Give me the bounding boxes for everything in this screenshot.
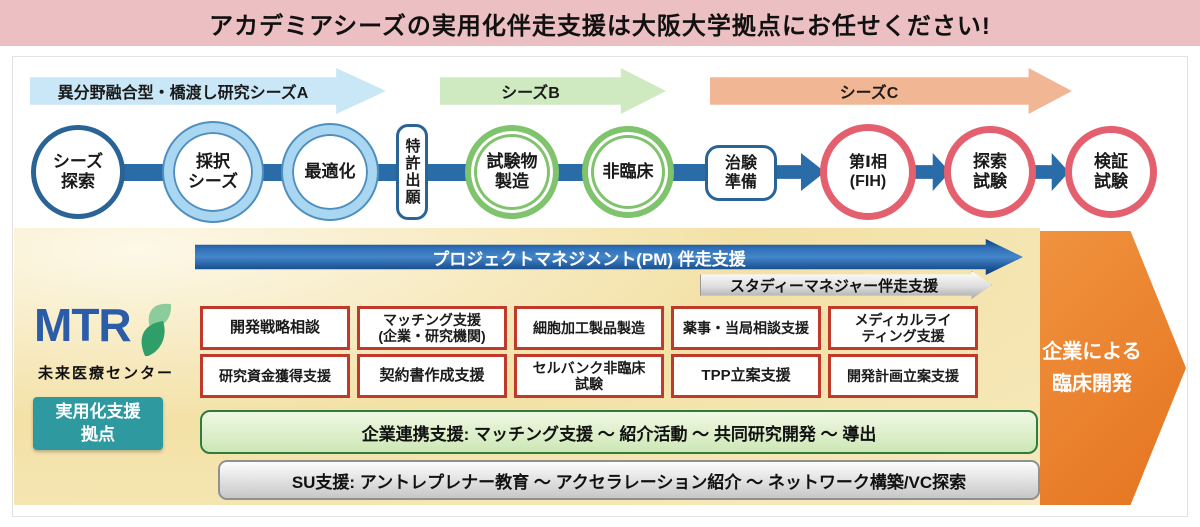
support-box-matching: マッチング支援 (企業・研究機関) <box>357 306 507 350</box>
pm-support-arrow: プロジェクトマネジメント(PM) 伴走支援 <box>195 239 1023 275</box>
stage-phase1-fih: 第Ⅰ相 (FIH) <box>820 124 916 220</box>
stage-exploratory-trial: 探索 試験 <box>944 126 1036 218</box>
stage-seeds-exploration: シーズ 探索 <box>31 125 125 219</box>
pm-support-arrow-label: プロジェクトマネジメント(PM) 伴走支援 <box>432 249 746 269</box>
mtr-badge: 実用化支援 拠点 <box>33 397 163 450</box>
stage-trial-preparation: 治験 準備 <box>705 145 777 201</box>
support-box-tpp-planning: TPP立案支援 <box>671 354 821 398</box>
stage-adopted-seeds: 採択 シーズ <box>164 123 262 221</box>
study-manager-support-arrow: スタディーマネジャー伴走支援 <box>700 271 992 299</box>
headline-banner: アカデミアシーズの実用化伴走支援は大阪大学拠点にお任せください! <box>0 0 1200 46</box>
stage-patent-application: 特許出願 <box>396 124 428 220</box>
support-box-cellbank-nonclinical: セルバンク非臨床 試験 <box>514 354 664 398</box>
stage-nonclinical: 非臨床 <box>582 126 674 218</box>
stage-optimization: 最適化 <box>283 125 377 219</box>
support-box-regulatory-consultation: 薬事・当局相談支援 <box>671 306 821 350</box>
support-box-development-strategy: 開発戦略相談 <box>200 306 350 350</box>
phase-arrow-seeds-b-label: シーズB <box>501 85 560 102</box>
phase-arrow-seeds-a-label: 異分野融合型・橋渡し研究シーズA <box>57 85 309 102</box>
stage-test-article-manufacturing: 試験物 製造 <box>465 125 559 219</box>
mtr-logo: MTR <box>34 299 132 351</box>
support-box-cell-product-manufacturing: 細胞加工製品製造 <box>514 306 664 350</box>
corporate-partnership-box: 企業連携支援: マッチング支援 〜 紹介活動 〜 共同研究開発 〜 導出 <box>200 410 1038 454</box>
phase-arrow-seeds-c-label: シーズC <box>839 85 899 102</box>
mtr-org-name: 未来医療センター <box>38 365 175 382</box>
page-title: アカデミアシーズの実用化伴走支援は大阪大学拠点にお任せください! <box>209 12 991 40</box>
support-box-development-planning: 開発計画立案支援 <box>828 354 978 398</box>
stage-confirmatory-trial: 検証 試験 <box>1065 126 1157 218</box>
mtr-leaf-icon <box>124 300 176 363</box>
support-box-medical-writing: メディカルライ ティング支援 <box>828 306 978 350</box>
support-box-research-funding: 研究資金獲得支援 <box>200 354 350 398</box>
startup-support-box: SU支援: アントレプレナー教育 〜 アクセラレーション紹介 〜 ネットワーク構… <box>218 460 1040 500</box>
study-manager-support-arrow-label: スタディーマネジャー伴走支援 <box>729 277 939 295</box>
corporate-partnership-label: 企業連携支援: マッチング支援 〜 紹介活動 〜 共同研究開発 〜 導出 <box>361 424 877 444</box>
support-box-contract-drafting: 契約書作成支援 <box>357 354 507 398</box>
startup-support-label: SU支援: アントレプレナー教育 〜 アクセラレーション紹介 〜 ネットワーク構… <box>291 472 967 492</box>
